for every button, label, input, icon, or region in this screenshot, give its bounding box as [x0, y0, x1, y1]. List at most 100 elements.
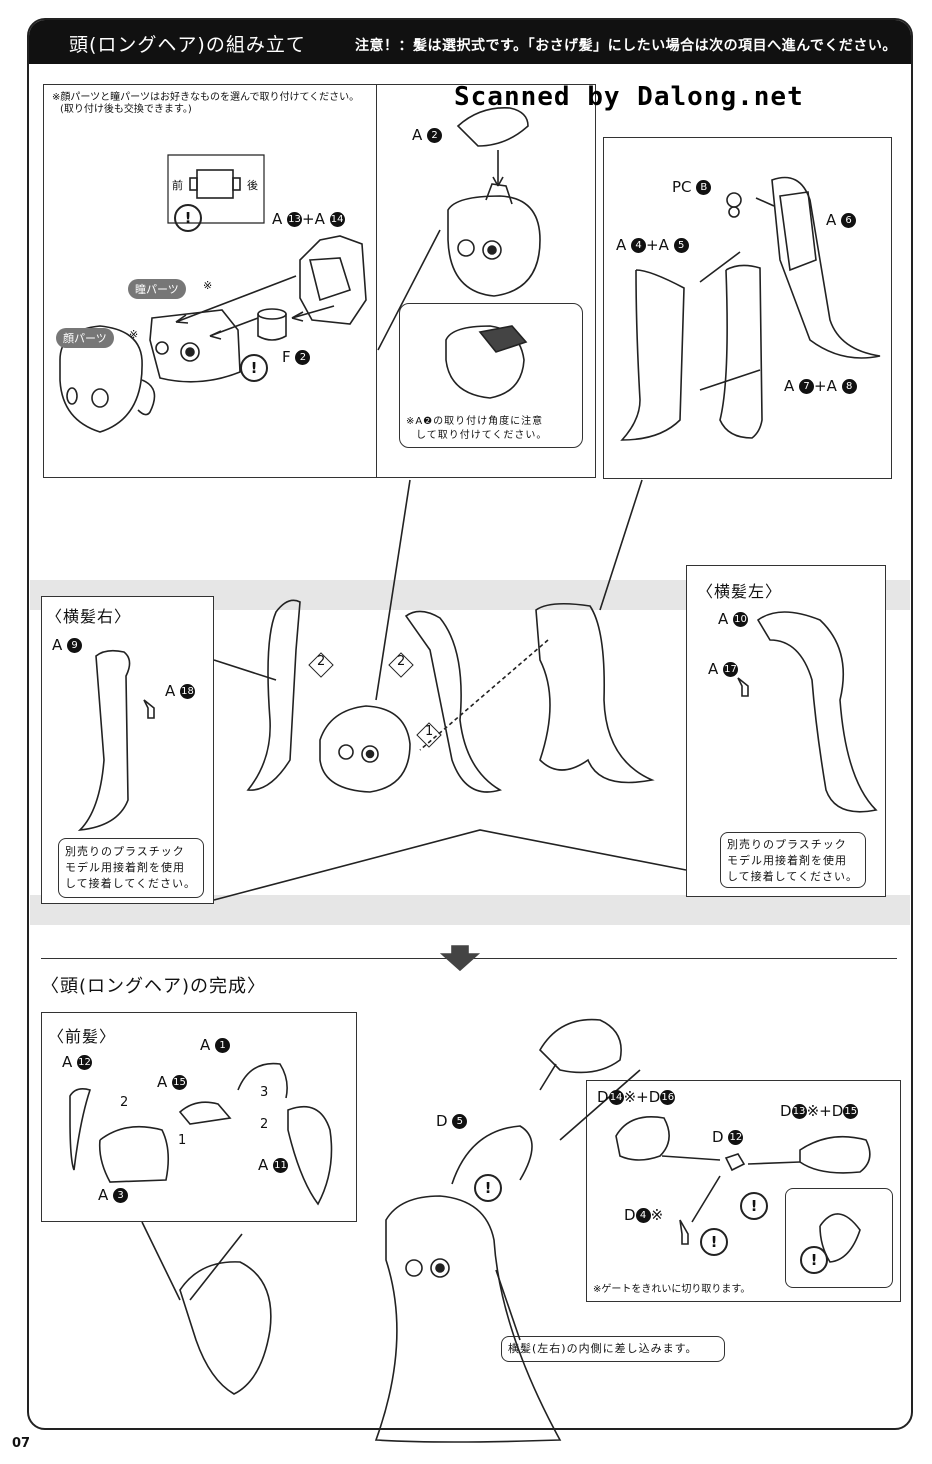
panel-back-hair: [603, 137, 892, 479]
num-badge: 2: [295, 350, 311, 365]
face-note-line1: ※顔パーツと瞳パーツはお好きなものを選んで取り付けてください。: [52, 92, 360, 103]
part-label-a7-a8: A 7+A 8: [784, 377, 857, 395]
num-badge: 1: [215, 1038, 231, 1053]
part-label-a9: A 9: [52, 636, 83, 654]
num-badge: 14: [608, 1090, 624, 1105]
num-badge: 16: [660, 1090, 676, 1105]
a2-note-line2: して取り付けてください。: [416, 430, 548, 441]
face-part-pill: 顔パーツ: [56, 328, 114, 348]
part-label-d5: D 5: [436, 1112, 468, 1130]
num-badge: B: [696, 180, 712, 195]
adhesive-right-line3: して接着してください。: [65, 877, 197, 890]
warning-icon: !: [740, 1192, 768, 1220]
part-label-a1: A 1: [200, 1036, 231, 1054]
page-number: 07: [12, 1436, 31, 1451]
num-badge: 11: [273, 1158, 289, 1173]
step-1-label: 1: [425, 724, 434, 739]
letter: A: [616, 236, 627, 254]
letter: A: [718, 610, 729, 628]
warning-icon: !: [800, 1246, 828, 1274]
step-1-label: 1: [178, 1133, 187, 1148]
letter: A: [826, 377, 837, 395]
a2-note-line1: ※A❷の取り付け角度に注意: [406, 416, 544, 427]
part-label-d12: D 12: [712, 1128, 744, 1146]
side-hair-insert-note: 横髪(左右)の内側に差し込みます。: [501, 1336, 725, 1362]
warning-icon: !: [240, 354, 268, 382]
letter: D: [648, 1088, 661, 1106]
back-hair-illustration: [620, 176, 881, 441]
letter: D: [780, 1102, 792, 1120]
page-title: 頭(ロングヘア)の組み立て: [69, 34, 306, 56]
plus: +: [819, 1102, 832, 1120]
asterisk: ※: [623, 1088, 637, 1106]
part-label-f2: F 2: [282, 348, 311, 366]
letter: A: [52, 636, 63, 654]
adhesive-note-right: 別売りのプラスチック モデル用接着剤を使用 して接着してください。: [58, 838, 204, 898]
letter: A: [157, 1073, 168, 1091]
letter: D: [831, 1102, 844, 1120]
num-badge: 7: [799, 379, 815, 394]
letter: A: [272, 210, 283, 228]
panel-face-assembly: ※顔パーツと瞳パーツはお好きなものを選んで取り付けてください。 (取り付け後も交…: [43, 84, 378, 478]
bangs-title: 〈前髪〉: [48, 1027, 117, 1046]
adhesive-note-left: 別売りのプラスチック モデル用接着剤を使用 して接着してください。: [720, 832, 866, 888]
step-3-label: 3: [260, 1085, 269, 1100]
num-badge: 10: [733, 612, 749, 627]
part-label-a10: A 10: [718, 610, 749, 628]
step-2-label: 2: [260, 1117, 269, 1132]
part-label-a18: A 18: [165, 682, 196, 700]
front-label: 前: [172, 179, 183, 192]
part-label-a13-a14: A 13+A 14: [272, 210, 345, 228]
header-bar: 頭(ロングヘア)の組み立て 注意！：髪は選択式です。「おさげ髪」にしたい場合は次…: [29, 20, 911, 64]
letter: F: [282, 348, 291, 366]
adhesive-right-line1: 別売りのプラスチック: [65, 845, 185, 858]
asterisk: ※: [650, 1206, 664, 1224]
face-pill-text: 顔パーツ: [63, 332, 107, 345]
letter: D: [624, 1206, 636, 1224]
plus: +: [302, 210, 315, 228]
gate-note: ※ゲートをきれいに切り取ります。: [593, 1284, 751, 1295]
letter: A: [658, 236, 669, 254]
side-hair-insert-text: 横髪(左右)の内側に差し込みます。: [508, 1342, 698, 1355]
letter: A: [412, 126, 423, 144]
adhesive-left-line1: 別売りのプラスチック: [727, 838, 847, 851]
asterisk: ※: [806, 1102, 820, 1120]
letter: A: [708, 660, 719, 678]
letter: D: [712, 1128, 724, 1146]
part-label-a15: A 15: [157, 1073, 188, 1091]
num-badge: 8: [841, 379, 857, 394]
part-label-a4-a5: A 4+A 5: [616, 236, 689, 254]
num-badge: 5: [673, 238, 689, 253]
plus: +: [636, 1088, 649, 1106]
pupil-part-illustration: [149, 309, 241, 383]
adhesive-right-line2: モデル用接着剤を使用: [65, 861, 185, 874]
num-badge: 17: [723, 662, 739, 677]
num-badge: 2: [427, 128, 443, 143]
scan-watermark: Scanned by Dalong.net: [454, 82, 804, 112]
num-badge: 13: [791, 1104, 807, 1119]
num-badge: 4: [635, 1208, 651, 1223]
panel-bangs: 〈前髪〉: [41, 1012, 357, 1222]
hairband-detail-box: [785, 1188, 893, 1288]
letter: A: [62, 1053, 73, 1071]
panel-a2-angle-note: ※A❷の取り付け角度に注意 して取り付けてください。: [399, 303, 583, 448]
letter: PC: [672, 178, 692, 196]
num-badge: 6: [841, 213, 857, 228]
letter: D: [436, 1112, 448, 1130]
num-badge: 18: [180, 684, 196, 699]
part-label-pcb: PC B: [672, 178, 712, 196]
completion-title: 〈頭(ロングヘア)の完成〉: [41, 976, 267, 997]
adhesive-left-line3: して接着してください。: [727, 870, 859, 883]
num-badge: 15: [843, 1104, 859, 1119]
pupil-pill-text: 瞳パーツ: [135, 283, 179, 296]
pupil-asterisk: ※: [203, 279, 213, 292]
num-badge: 3: [113, 1188, 129, 1203]
warning-icon: !: [700, 1228, 728, 1256]
letter: A: [258, 1156, 269, 1174]
part-label-a11: A 11: [258, 1156, 289, 1174]
part-label-a17: A 17: [708, 660, 739, 678]
part-label-d14-d16: D14※+D16: [597, 1088, 676, 1106]
num-badge: 4: [631, 238, 647, 253]
step-2-label: 2: [397, 654, 406, 669]
